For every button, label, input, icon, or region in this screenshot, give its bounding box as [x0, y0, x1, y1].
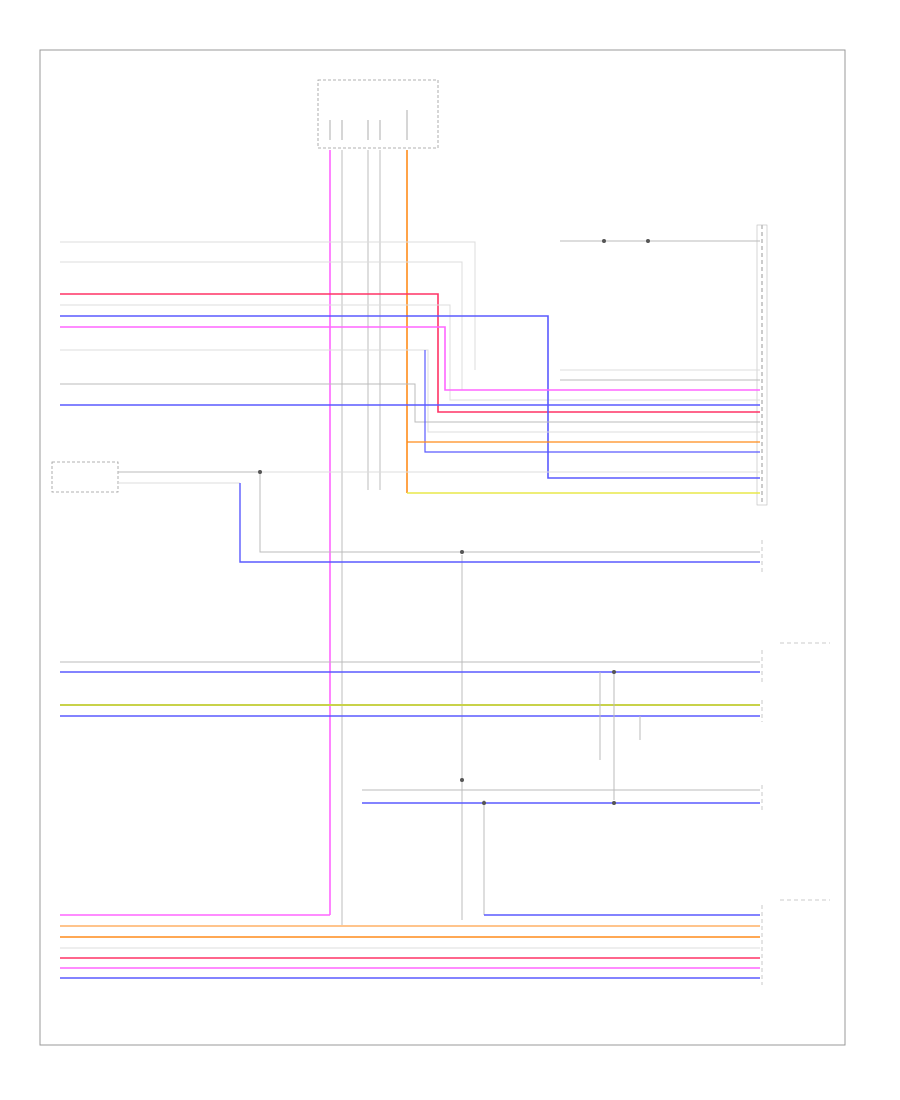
top-module-box	[317, 79, 439, 149]
middle-bus	[60, 661, 760, 800]
vertical-wires	[329, 150, 485, 925]
wire-blue-3	[424, 350, 760, 453]
lower-bus	[362, 789, 760, 804]
right-connector	[756, 224, 768, 506]
wire-gray-2	[60, 261, 463, 390]
left-upper-wires	[118, 471, 760, 563]
wire-gray-5	[60, 383, 760, 423]
left-connector-upper	[51, 461, 119, 493]
splice-points	[258, 239, 650, 805]
wire-magenta-h	[60, 326, 760, 391]
bottom-bundle	[60, 914, 760, 979]
upper-bus	[60, 240, 760, 494]
wire-gray-4	[60, 349, 760, 433]
top-module-pins	[329, 110, 408, 140]
wire-gray-3	[60, 304, 760, 401]
right-separators	[761, 540, 830, 985]
wire-red	[60, 293, 760, 413]
wire-gray-top	[60, 241, 476, 370]
wire-blue-1	[60, 315, 760, 479]
diagram-frame	[39, 49, 846, 1046]
